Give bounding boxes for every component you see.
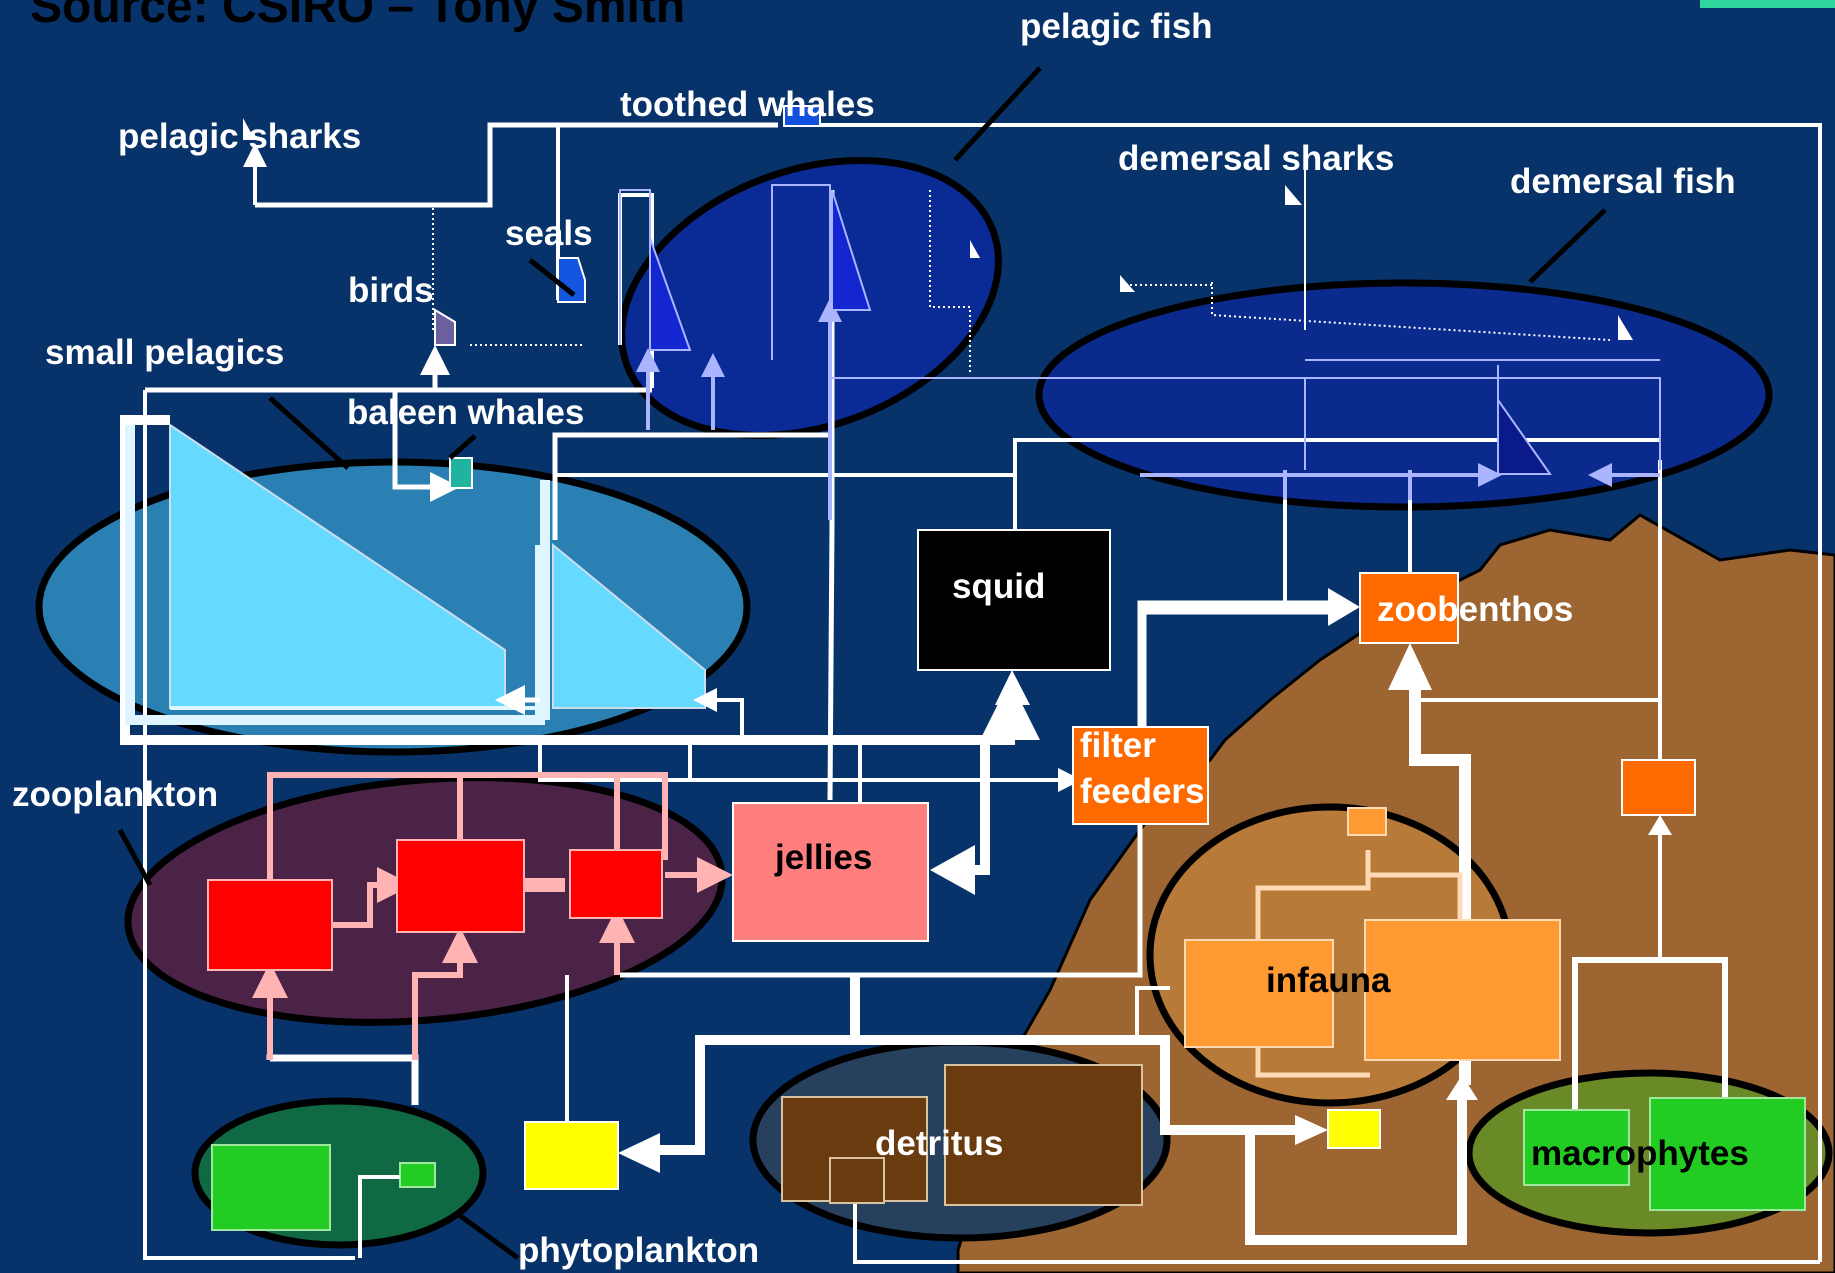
label-baleen-whales: baleen whales [347, 393, 584, 432]
label-feeders: feeders [1080, 772, 1205, 811]
infauna-to-zoobenthos-arrowhead [1388, 643, 1432, 690]
infauna-links-3 [1255, 1047, 1370, 1078]
zooplankton-box-1 [207, 879, 333, 971]
baleen-whales-marker [449, 457, 473, 489]
small-pelagics-boxes [125, 423, 744, 740]
zooplankton-box-2 [396, 839, 525, 933]
birds-marker [434, 308, 456, 346]
zooplankton-box-3 [569, 849, 663, 919]
label-phytoplankton: phytoplankton [518, 1231, 759, 1270]
infauna-box-3 [1347, 807, 1387, 836]
label-pelagic-sharks: pelagic sharks [118, 117, 361, 156]
label-jellies: jellies [774, 838, 872, 877]
label-infauna: infauna [1266, 961, 1391, 1000]
label-birds: birds [348, 271, 434, 310]
label-filter: filter [1080, 726, 1156, 765]
source-credit: Source: CSIRO – Tony Smith [30, 0, 685, 33]
yellow-box-left [524, 1121, 619, 1190]
jellies-box [732, 802, 929, 942]
filter-feeders-up [1137, 600, 1340, 727]
phytoplankton-box-1 [211, 1144, 331, 1231]
label-seals: seals [505, 214, 593, 253]
label-detritus: detritus [875, 1124, 1003, 1163]
label-demersal-fish: demersal fish [1510, 162, 1736, 201]
infauna-up-arrowhead [1446, 1075, 1478, 1100]
zooplankton-flows [252, 772, 733, 1060]
demersal-orange-arrowhead [1648, 815, 1672, 835]
label-small-pelagics: small pelagics [45, 333, 284, 372]
header-green-fragment [1700, 0, 1835, 8]
detritus-box-3 [829, 1157, 885, 1204]
pelagic-fish-outlines [619, 155, 1661, 470]
squid-box [917, 529, 1111, 671]
phytoplankton-link [358, 1175, 400, 1258]
macrophytes-box-2 [1649, 1097, 1806, 1211]
zoobenthos-box [1359, 572, 1459, 644]
label-zooplankton: zooplankton [12, 775, 218, 814]
phytoplankton-box-2 [399, 1162, 436, 1188]
demersal-orange-box [1621, 759, 1696, 816]
label-squid: squid [952, 567, 1045, 606]
pelagic-fish-flows [636, 298, 1660, 520]
infauna-links [1255, 850, 1371, 940]
zoobenthos-arrowhead [1328, 588, 1360, 626]
detritus-box-2 [944, 1064, 1143, 1206]
yellow-right-arrowhead [1295, 1115, 1328, 1145]
label-macrophytes: macrophytes [1531, 1134, 1749, 1173]
toothed-whales-marker [783, 105, 821, 127]
infauna-links-2 [1368, 872, 1463, 920]
macrophytes-box-1 [1523, 1109, 1630, 1186]
yellow-box-right [1327, 1109, 1381, 1149]
label-zoobenthos: zoobenthos [1377, 590, 1573, 629]
infauna-box-2 [1364, 919, 1561, 1061]
labels: pelagic fish toothed whales pelagic shar… [12, 7, 1749, 1270]
squid-arrowhead [995, 670, 1030, 705]
label-pointers [117, 66, 1607, 1261]
jellies-arrowhead [930, 845, 975, 895]
label-demersal-sharks: demersal sharks [1118, 139, 1394, 178]
pelagic-fish-triangles [243, 118, 1633, 475]
dotted-links [432, 190, 1611, 375]
yellow-box-arrowhead [618, 1133, 660, 1173]
infauna-box-1 [1184, 939, 1334, 1048]
label-pelagic-fish: pelagic fish [1020, 7, 1213, 46]
seals-marker [557, 257, 586, 303]
demersal-fish-ellipse [1035, 279, 1773, 511]
label-toothed-whales: toothed whales [620, 85, 875, 124]
